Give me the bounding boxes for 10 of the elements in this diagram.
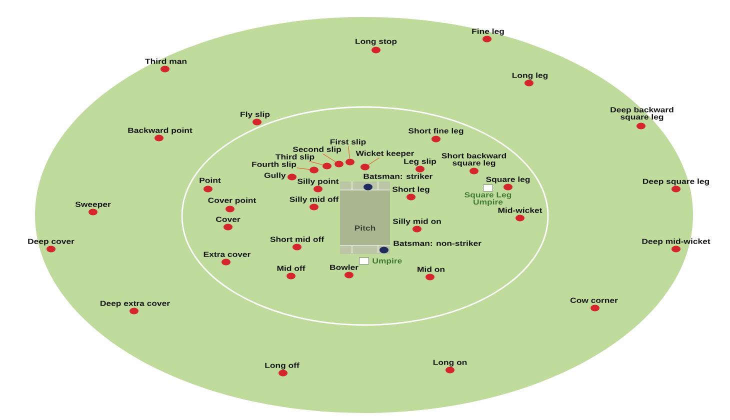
fielder-dot <box>322 162 332 170</box>
fielder-dot <box>360 164 370 170</box>
leader-line <box>322 153 336 162</box>
leader-line <box>308 160 323 166</box>
fielder-dot <box>334 160 344 168</box>
fielder-dot <box>310 166 318 174</box>
leader-line <box>348 146 350 159</box>
leader-line <box>368 157 380 165</box>
leader-line <box>296 168 310 170</box>
fielder-dot <box>346 158 354 166</box>
